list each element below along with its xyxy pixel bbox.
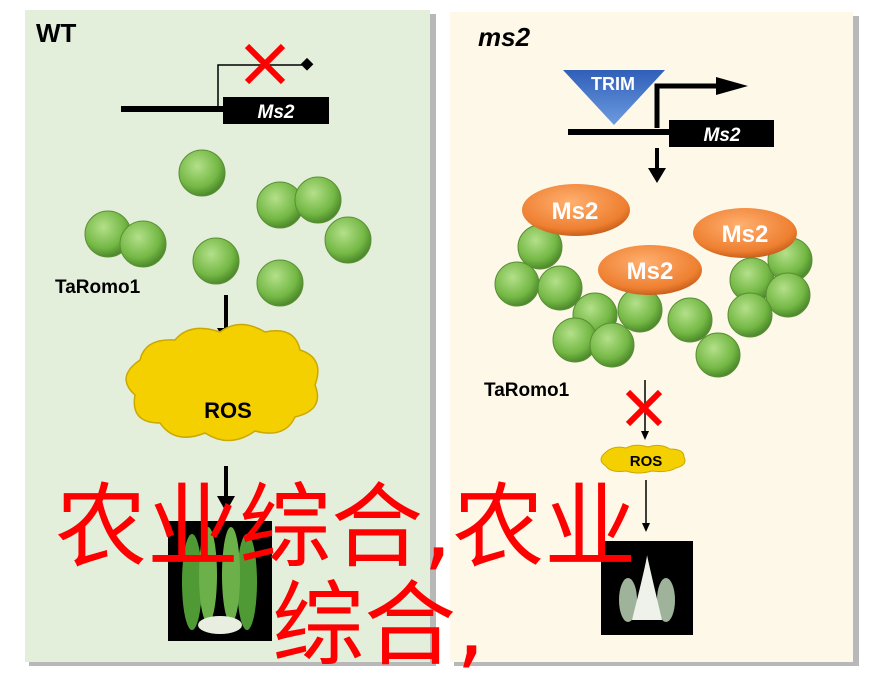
protein-label-1: Ms2 [552, 198, 599, 225]
wt-ros-label: ROS [204, 398, 252, 423]
ms2-gene-box [669, 120, 774, 147]
trim-label: TRIM [591, 74, 635, 94]
watermark-line-2: 综合, [272, 572, 486, 679]
wt-ros-cloud [125, 323, 319, 442]
watermark-line-1: 农业综合,农业 [55, 474, 637, 581]
ms2-ros-cloud [600, 444, 686, 474]
wt-protein-spheres [84, 149, 372, 307]
ms2-title: ms2 [478, 22, 531, 52]
wt-title: WT [36, 18, 77, 48]
ms2-regulator-label: TaRomo1 [484, 380, 570, 401]
trim-insertion [563, 70, 665, 125]
diamond-icon [300, 57, 314, 71]
block-x-icon [625, 389, 663, 427]
protein-label-2: Ms2 [627, 258, 674, 285]
arrow-right-icon [716, 77, 748, 95]
ms2-ros-label: ROS [630, 453, 663, 470]
ms2-anther-image [601, 541, 693, 635]
protein-label-3: Ms2 [722, 221, 769, 248]
wt-regulator-label: TaRomo1 [55, 277, 141, 298]
ms2-gene-label: Ms2 [704, 125, 741, 146]
block-x-icon [244, 43, 286, 85]
wt-gene-box [223, 97, 329, 124]
ms2-protein-ovals [522, 184, 797, 295]
wt-gene-label: Ms2 [258, 102, 295, 123]
ms2-protein-spheres [494, 224, 813, 378]
wt-anther-image [168, 521, 272, 641]
